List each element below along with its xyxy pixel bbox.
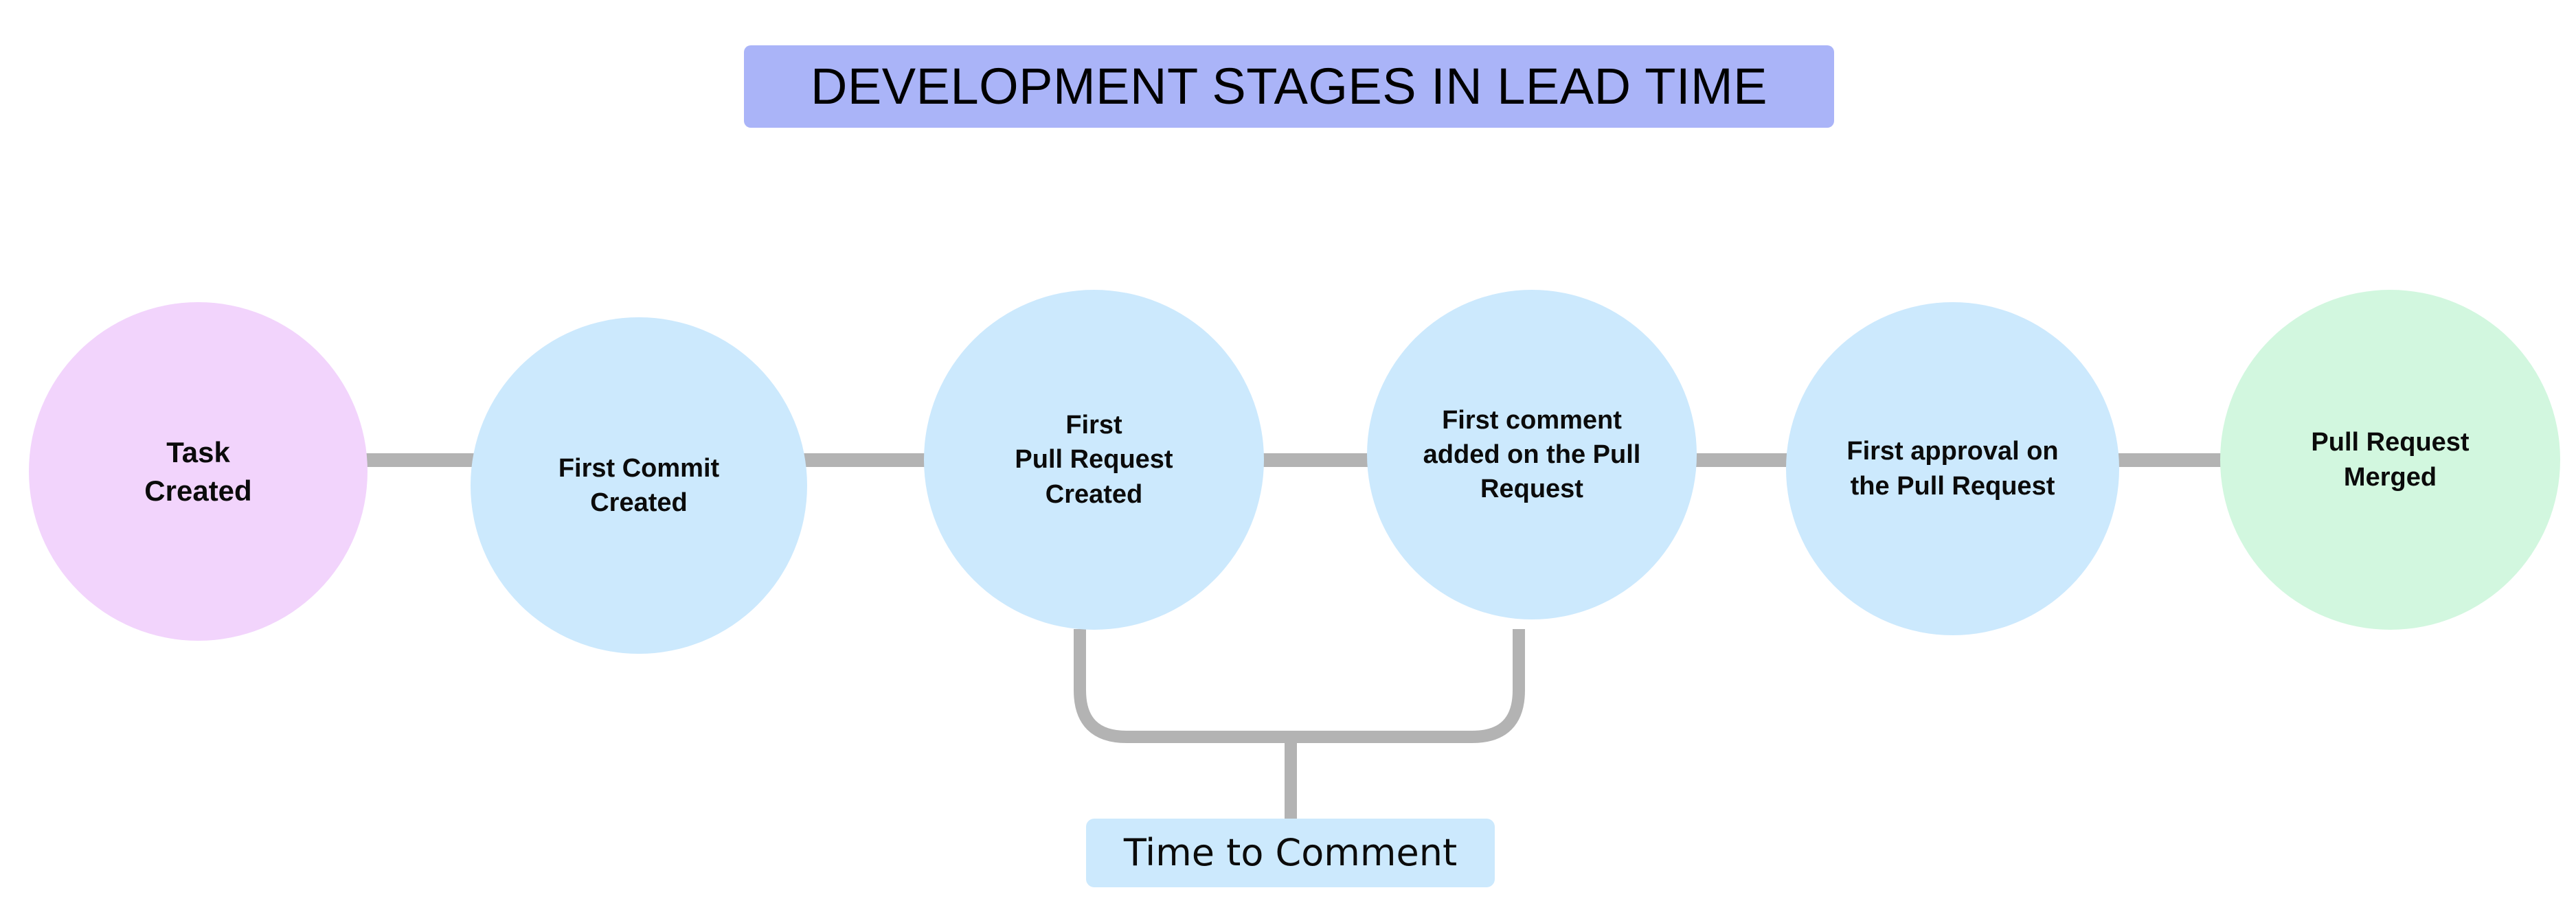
stage-label-first-comment-added: First comment added on the Pull Request — [1423, 405, 1641, 504]
stage-node-first-comment-added[interactable]: First comment added on the Pull Request — [1367, 290, 1697, 619]
annotation-label-time-to-comment: Time to Comment — [1123, 831, 1458, 874]
page-title: DEVELOPMENT STAGES IN LEAD TIME — [810, 58, 1768, 115]
stage-node-pull-request-merged[interactable]: Pull Request Merged — [2220, 290, 2560, 630]
stage-node-first-commit-created[interactable]: First Commit Created — [471, 317, 807, 654]
stage-label-task-created: Task Created — [144, 436, 252, 507]
stage-label-pull-request-merged: Pull Request Merged — [2311, 428, 2470, 492]
diagram-title-banner: DEVELOPMENT STAGES IN LEAD TIME — [744, 45, 1834, 128]
annotation-time-to-comment[interactable]: Time to Comment — [1086, 819, 1495, 887]
stage-label-first-approval: First approval on the Pull Request — [1846, 437, 2059, 501]
stage-node-first-pull-request-created[interactable]: First Pull Request Created — [924, 290, 1264, 630]
stage-label-first-pull-request-created: First Pull Request Created — [1015, 411, 1173, 509]
stage-label-first-commit-created: First Commit Created — [558, 453, 720, 517]
stage-node-first-approval[interactable]: First approval on the Pull Request — [1786, 302, 2119, 635]
bracket-time-to-comment — [1074, 629, 1525, 743]
stage-node-task-created[interactable]: Task Created — [29, 302, 368, 641]
